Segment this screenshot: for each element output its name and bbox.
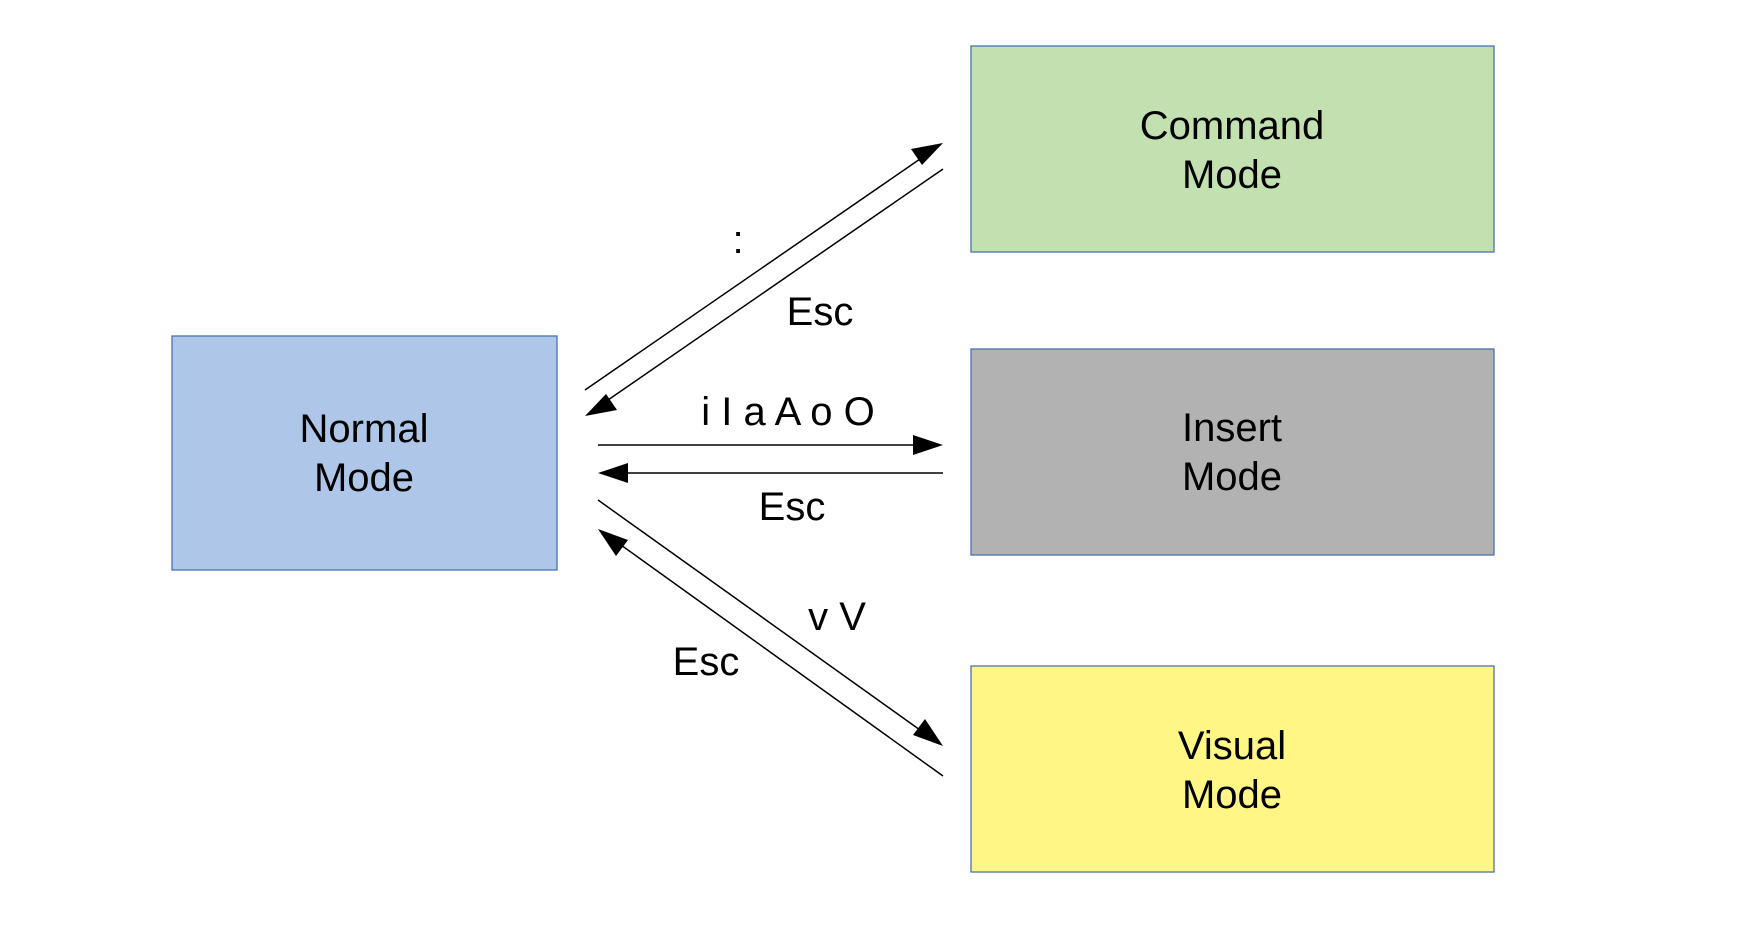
edge-normal-to-insert-arrowhead [913,435,943,455]
node-visual-label-line2: Mode [1182,773,1282,817]
node-command-label-line1: Command [1140,104,1325,148]
edge-visual-to-normal: Esc [598,529,944,777]
edge-insert-to-normal: Esc [598,463,943,529]
edge-normal-to-visual-label: v V [808,595,866,639]
edge-insert-to-normal-label: Esc [759,485,826,529]
node-visual-box [970,665,1495,873]
edge-command-to-normal-arrowhead [585,394,617,416]
edge-normal-to-visual-arrowhead [913,719,943,746]
edge-insert-to-normal-arrowhead [598,463,628,483]
edge-normal-to-insert-label: i I a A o O [701,390,874,434]
edge-normal-to-command-line [584,158,921,391]
node-command-box [970,45,1495,253]
edge-visual-to-normal-line [620,544,944,777]
edge-normal-to-insert: i I a A o O [598,390,943,455]
node-visual-label-line1: Visual [1178,724,1286,768]
edge-normal-to-command: : [584,143,943,391]
node-normal-label-line2: Mode [314,456,414,500]
edge-command-to-normal-line [607,168,944,401]
node-normal-mode: Normal Mode [171,335,558,571]
edge-command-to-normal-label: Esc [787,290,854,334]
node-command-label-line2: Mode [1182,153,1282,197]
node-normal-label-line1: Normal [300,407,429,451]
node-insert-label-line1: Insert [1182,406,1282,450]
node-normal-box [171,335,558,571]
edge-normal-to-visual-line [597,499,921,731]
node-command-mode: Command Mode [970,45,1495,253]
node-visual-mode: Visual Mode [970,665,1495,873]
edge-normal-to-command-label: : [732,218,743,262]
edge-command-to-normal: Esc [585,168,944,416]
edge-normal-to-visual: v V [597,499,943,746]
node-insert-box [970,348,1495,556]
edge-normal-to-command-arrowhead [911,143,943,165]
edge-visual-to-normal-arrowhead [598,529,628,556]
node-insert-label-line2: Mode [1182,455,1282,499]
edge-visual-to-normal-label: Esc [673,640,740,684]
node-insert-mode: Insert Mode [970,348,1495,556]
